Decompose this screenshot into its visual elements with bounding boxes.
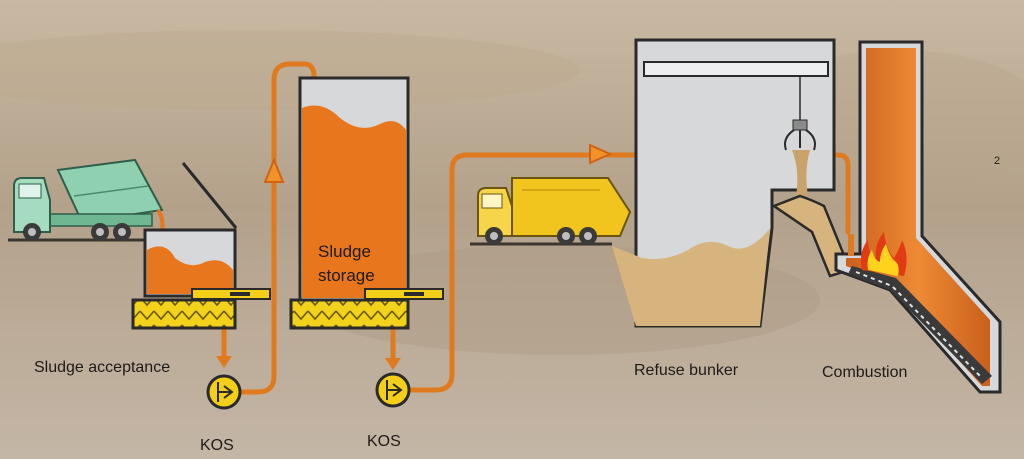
label-sludge-acceptance: Sludge acceptance	[34, 359, 170, 376]
label-kos: KOS	[367, 433, 401, 450]
sludge-storage-silo	[289, 76, 444, 330]
pipe-pump-to-storage	[237, 61, 317, 395]
grab-icon	[784, 119, 816, 151]
refuse-bunker	[612, 38, 852, 328]
grate	[848, 266, 992, 384]
label-sludge-storage: Sludge	[318, 242, 371, 261]
sludge-truck	[8, 158, 165, 242]
flow-arrow-icon	[216, 356, 232, 368]
truck-refuse-body	[511, 177, 632, 237]
pipeline	[221, 61, 851, 395]
screw-conveyor	[131, 298, 237, 330]
sludge-fill	[302, 105, 406, 299]
figure-number: 2	[994, 155, 1000, 167]
flow-arrow-icon	[385, 358, 401, 370]
refuse-truck	[470, 177, 632, 246]
flame-icon	[860, 232, 907, 276]
label-kos: KOS	[200, 437, 234, 454]
screw-conveyor	[289, 298, 410, 330]
combustion-furnace	[834, 40, 1002, 394]
pump-icon	[206, 374, 242, 410]
pipe-pump-to-furnace	[405, 152, 851, 393]
flow-arrow-icon	[589, 143, 613, 165]
label-refuse-bunker: Refuse bunker	[634, 362, 739, 379]
label-sludge-storage: storage	[318, 266, 375, 285]
refuse-pile	[612, 228, 770, 326]
flow-arrow-icon	[263, 157, 285, 183]
ground-shade	[0, 30, 580, 110]
pump-icon	[375, 372, 411, 408]
sludge-acceptance-tank	[131, 162, 271, 330]
label-combustion: Combustion	[822, 364, 907, 381]
crane-rail	[643, 61, 829, 77]
tank-lid	[181, 162, 238, 229]
sludge-fill	[147, 246, 233, 294]
